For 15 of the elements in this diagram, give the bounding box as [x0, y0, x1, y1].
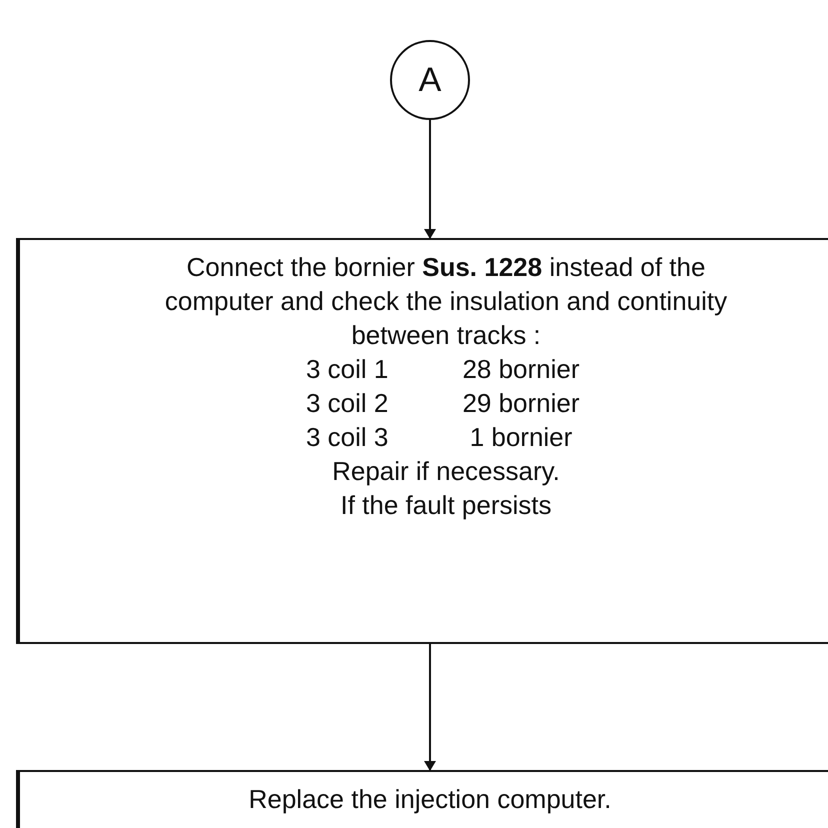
track-text: 28 bornier	[461, 353, 581, 386]
track-text: 3 coil 2	[305, 387, 390, 420]
instruction-text: Connect the bornier Sus. 1228 instead of the computer and check the insulation and continuity between tracks :	[164, 251, 728, 352]
track-text: 1 bornier	[468, 421, 574, 454]
track-text: 3 coil 1	[305, 353, 390, 386]
track-text: 3 coil 3	[305, 421, 390, 454]
instruction-text: Replace the injection computer.	[248, 783, 612, 816]
note-text: If the fault persists	[340, 489, 552, 522]
process-box	[16, 238, 828, 644]
process-box	[16, 770, 828, 828]
arrow	[424, 644, 436, 771]
note-text: Repair if necessary.	[331, 455, 561, 488]
arrow	[424, 120, 436, 239]
track-text: 29 bornier	[461, 387, 581, 420]
connector-letter: A	[418, 63, 442, 97]
